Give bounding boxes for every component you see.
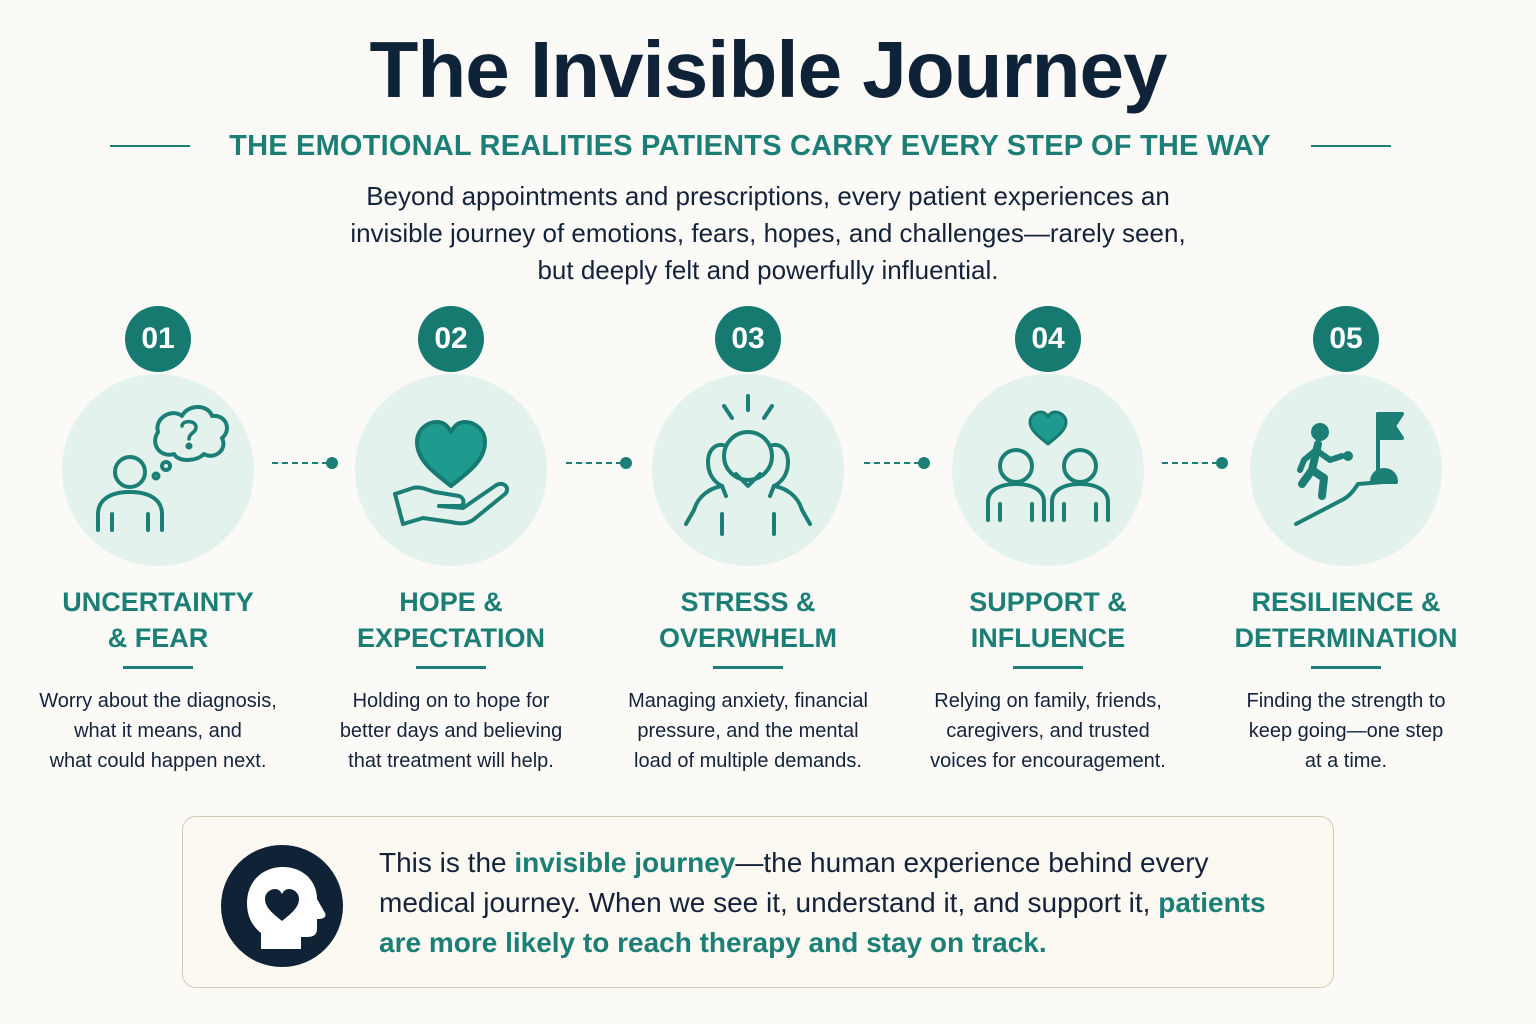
- step-title: HOPE & EXPECTATION: [301, 584, 601, 656]
- subtitle-rule-left: [110, 145, 190, 147]
- step-number-badge: 04: [1015, 306, 1081, 372]
- step-desc-line: Relying on family, friends,: [934, 690, 1162, 712]
- step-connector: [566, 455, 636, 471]
- step-connector: [272, 455, 342, 471]
- callout-highlight: invisible journey: [514, 847, 736, 878]
- step-desc-line: that treatment will help.: [348, 750, 554, 772]
- step-title-line: SUPPORT &: [969, 587, 1127, 617]
- step-number-badge: 01: [125, 306, 191, 372]
- step-number-badge: 03: [715, 306, 781, 372]
- intro-line: invisible journey of emotions, fears, ho…: [350, 218, 1186, 248]
- subtitle-rule-right: [1311, 145, 1391, 147]
- step-desc-line: at a time.: [1304, 750, 1388, 772]
- intro-line: but deeply felt and powerfully influenti…: [537, 255, 999, 285]
- step-desc-line: what could happen next.: [49, 750, 267, 772]
- step-connector: [1162, 455, 1232, 471]
- summary-callout: This is the invisible journey—the human …: [182, 816, 1334, 988]
- step-title-line: RESILIENCE &: [1251, 587, 1441, 617]
- step-divider: [713, 666, 783, 669]
- step-description: Finding the strength to keep going—one s…: [1196, 686, 1496, 776]
- page-title: The Invisible Journey: [369, 25, 1167, 114]
- step-description: Holding on to hope for better days and b…: [301, 686, 601, 776]
- callout-text: This is the invisible journey—the human …: [379, 843, 1299, 963]
- step-divider: [1311, 666, 1381, 669]
- step-title-line: UNCERTAINTY: [62, 587, 254, 617]
- step-desc-line: load of multiple demands.: [634, 750, 862, 772]
- step-desc-line: caregivers, and trusted: [946, 720, 1150, 742]
- callout-part: This is the: [379, 847, 515, 878]
- step-divider: [123, 666, 193, 669]
- step-desc-line: keep going—one step: [1248, 720, 1444, 742]
- step-number-badge: 05: [1313, 306, 1379, 372]
- icon-circle: [355, 374, 547, 566]
- step-title: UNCERTAINTY & FEAR: [8, 584, 308, 656]
- subtitle: THE EMOTIONAL REALITIES PATIENTS CARRY E…: [229, 130, 1271, 162]
- step-number-badge: 02: [418, 306, 484, 372]
- step-title-line: EXPECTATION: [356, 623, 545, 653]
- step-title-line: HOPE &: [399, 587, 503, 617]
- step-title: STRESS & OVERWHELM: [598, 584, 898, 656]
- step-title-line: OVERWHELM: [658, 623, 837, 653]
- intro-paragraph: Beyond appointments and prescriptions, e…: [268, 178, 1268, 289]
- step-title: RESILIENCE & DETERMINATION: [1196, 584, 1496, 656]
- step-desc-line: Finding the strength to: [1246, 690, 1446, 712]
- two-people-heart-icon: [986, 410, 1110, 522]
- step-title-line: & FEAR: [107, 623, 209, 653]
- thinking-person-icon: [96, 405, 229, 532]
- icon-circle: [62, 374, 254, 566]
- step-title: SUPPORT & INFLUENCE: [898, 584, 1198, 656]
- step-divider: [416, 666, 486, 669]
- callout-part: —the human experience behind every medic…: [379, 847, 1209, 918]
- stressed-person-icon: [684, 394, 812, 536]
- step-title-line: INFLUENCE: [970, 623, 1126, 653]
- step-connector: [864, 455, 934, 471]
- subtitle-row: THE EMOTIONAL REALITIES PATIENTS CARRY E…: [0, 128, 1536, 164]
- step-title-line: DETERMINATION: [1234, 623, 1458, 653]
- step-description: Managing anxiety, financial pressure, an…: [598, 686, 898, 776]
- step-desc-line: Worry about the diagnosis,: [39, 690, 277, 712]
- step-desc-line: pressure, and the mental: [637, 720, 859, 742]
- icon-circle: [1250, 374, 1442, 566]
- climber-flag-icon: [1294, 412, 1404, 526]
- step-description: Worry about the diagnosis, what it means…: [8, 686, 308, 776]
- step-desc-line: Holding on to hope for: [352, 690, 550, 712]
- intro-line: Beyond appointments and prescriptions, e…: [366, 181, 1170, 211]
- icon-circle: [952, 374, 1144, 566]
- step-desc-line: Managing anxiety, financial: [628, 690, 868, 712]
- step-description: Relying on family, friends, caregivers, …: [898, 686, 1198, 776]
- heart-in-hand-icon: [393, 420, 510, 526]
- step-desc-line: voices for encouragement.: [930, 750, 1166, 772]
- step-desc-line: what it means, and: [74, 720, 242, 742]
- step-desc-line: better days and believing: [339, 720, 563, 742]
- step-title-line: STRESS &: [680, 587, 816, 617]
- callout-highlight: patients are more likely to reach therap…: [379, 887, 1266, 958]
- icon-circle: [652, 374, 844, 566]
- head-with-heart-icon: [221, 845, 343, 967]
- step-divider: [1013, 666, 1083, 669]
